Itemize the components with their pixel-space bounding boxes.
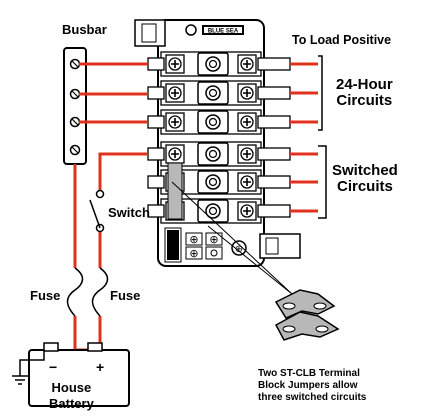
svg-text:⊕: ⊕: [235, 244, 243, 255]
plus-icon: [171, 118, 179, 126]
plus-icon: [171, 60, 179, 68]
fuse-center: [208, 206, 218, 216]
circuits-24-label: 24-Hour Circuits: [336, 76, 393, 109]
load-terminal: [257, 147, 291, 161]
load-terminal: [257, 175, 291, 189]
fuse-center: [208, 117, 218, 127]
plus-icon: [243, 207, 251, 215]
load-terminal: [257, 204, 291, 218]
ground-lead: [19, 350, 45, 376]
to-load-positive-label: To Load Positive: [292, 33, 392, 47]
switch-label: Switch: [108, 205, 150, 220]
switch: [89, 189, 105, 233]
fuse-center: [208, 59, 218, 69]
wires: [73, 62, 318, 352]
line-terminal: [147, 175, 165, 189]
fuse-center: [208, 177, 218, 187]
load-terminal: [257, 57, 291, 71]
fuses: [66, 267, 109, 317]
wire-fuse-left-battery: [73, 316, 88, 352]
plus-icon: [243, 150, 251, 158]
wire-switched-feed: [98, 152, 148, 190]
line-terminal: [147, 57, 165, 71]
load-brackets: [318, 55, 327, 219]
load-terminal: [257, 86, 291, 100]
busbar: [63, 47, 87, 165]
st-clb-jumpers: [274, 289, 340, 341]
svg-text:⊕: ⊕: [209, 233, 218, 246]
installed-jumper-bar: [167, 162, 183, 220]
plus-icon: [243, 89, 251, 97]
plus-icon: [171, 150, 179, 158]
plus-icon: [243, 60, 251, 68]
house-battery: − +: [12, 342, 130, 407]
circuits-switched-label: Switched Circuits: [332, 162, 398, 195]
fuse-right-label: Fuse: [110, 288, 141, 303]
line-terminal: [147, 147, 165, 161]
ground-symbol: [12, 375, 28, 385]
jumper-note: Two ST-CLB Terminal Block Jumpers allow …: [258, 368, 367, 403]
plus-icon: [243, 118, 251, 126]
ground-section: ⊕ ⊕ ⊕ ⊕: [164, 227, 301, 263]
fuse-rows: [147, 51, 291, 224]
svg-text:⊕: ⊕: [189, 247, 198, 260]
load-terminal: [257, 115, 291, 129]
svg-text:+: +: [96, 359, 104, 375]
svg-text:BLUE SEA: BLUE SEA: [208, 29, 239, 35]
fuse-center: [208, 149, 218, 159]
top-ground-screw: [185, 24, 197, 36]
svg-text:⊕: ⊕: [189, 233, 198, 246]
svg-text:−: −: [49, 359, 57, 375]
busbar-label: Busbar: [62, 22, 107, 37]
line-terminal: [147, 115, 165, 129]
fuse-center: [208, 88, 218, 98]
fuse-left-label: Fuse: [30, 288, 61, 303]
plus-icon: [243, 178, 251, 186]
jumper-pointer-lines: [171, 181, 293, 295]
plus-icon: [171, 89, 179, 97]
house-battery-label: House Battery: [49, 380, 94, 411]
line-terminal: [147, 204, 165, 218]
line-terminal: [147, 86, 165, 100]
